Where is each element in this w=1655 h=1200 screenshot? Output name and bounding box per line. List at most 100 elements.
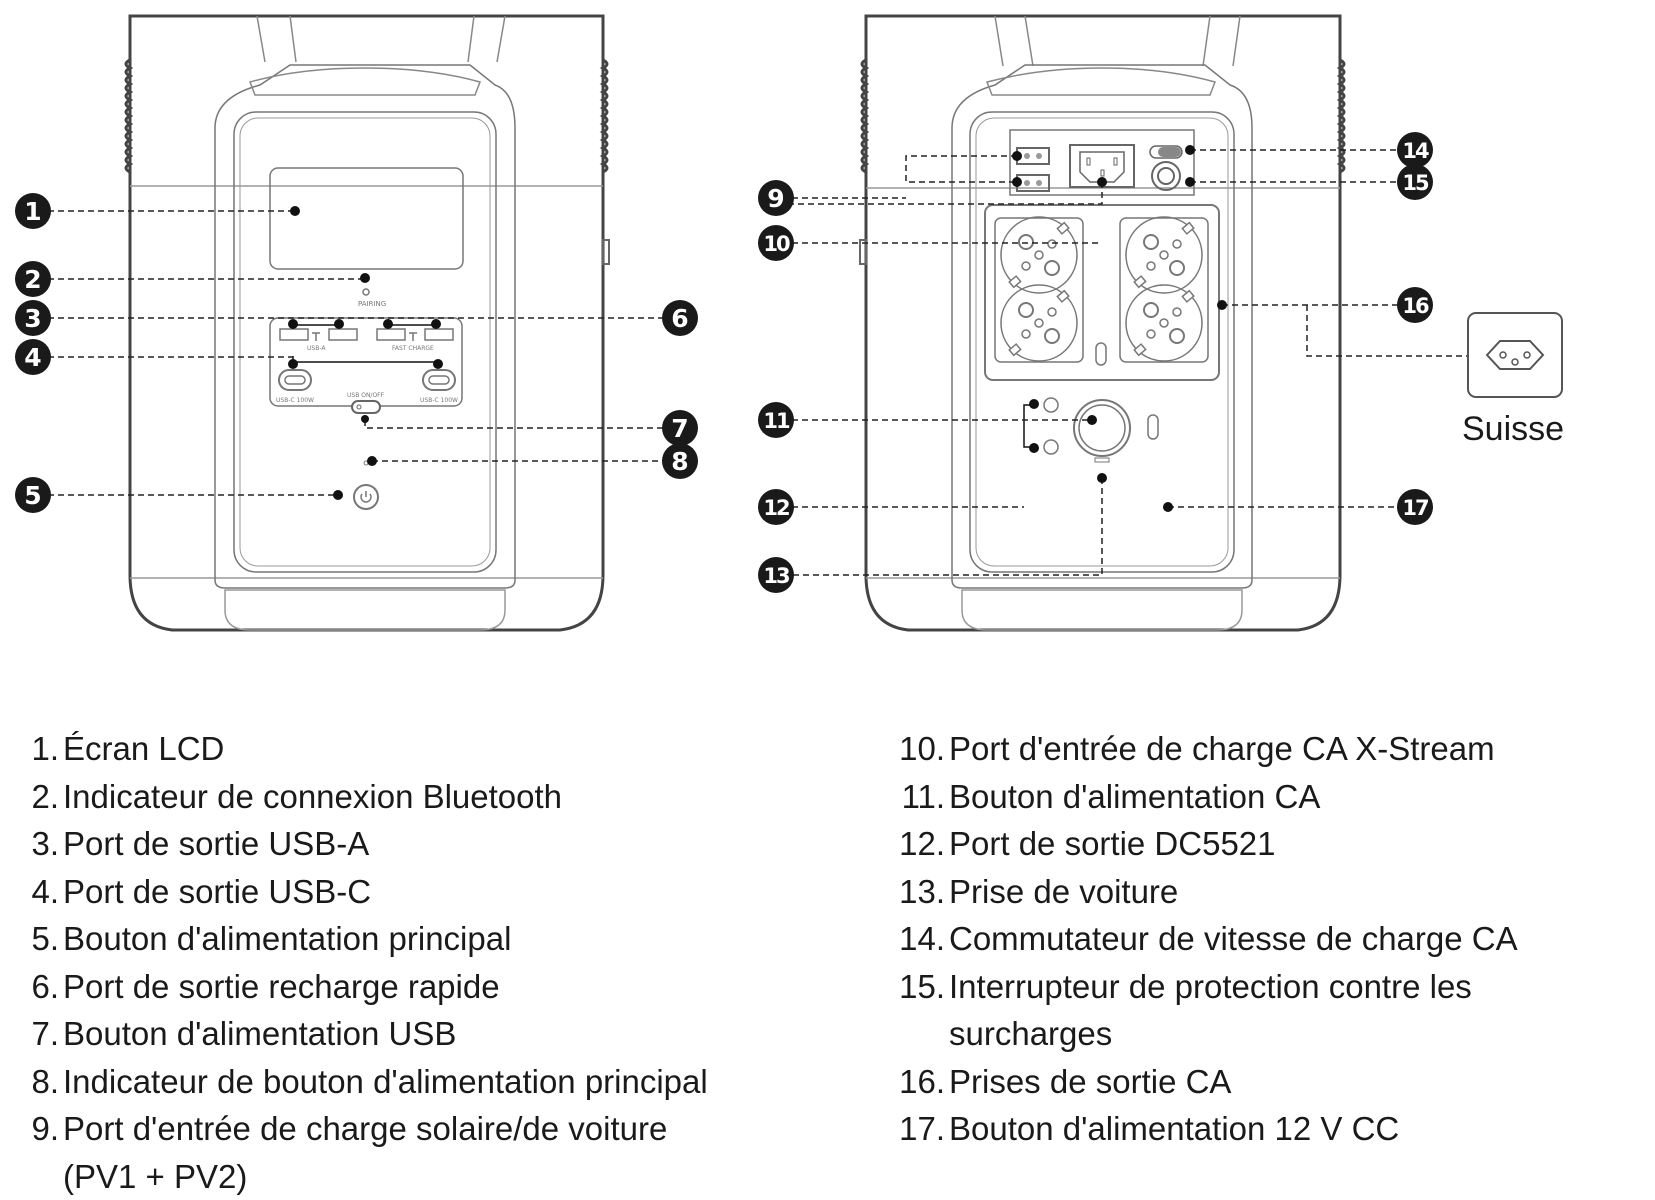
item-label: Commutateur de vitesse de charge CA xyxy=(949,915,1653,963)
callout-badge-16: 16 xyxy=(1397,287,1433,323)
item-number: 14. xyxy=(893,915,949,963)
item-label: surcharges xyxy=(949,1010,1653,1058)
item-number: 13. xyxy=(893,868,949,916)
ac-outlet-4 xyxy=(1126,285,1202,361)
item-label: Interrupteur de protection contre les xyxy=(949,963,1653,1011)
usb-power-button xyxy=(352,401,380,413)
item-label: Port de sortie USB-A xyxy=(63,820,825,868)
legend-item: 17.Bouton d'alimentation 12 V CC xyxy=(893,1105,1653,1153)
callout-badge-2: 2 xyxy=(15,261,51,297)
callout-number: 2 xyxy=(24,265,41,294)
item-number: 11. xyxy=(893,773,949,821)
item-label: (PV1 + PV2) xyxy=(63,1153,825,1200)
item-label: Indicateur de connexion Bluetooth xyxy=(63,773,825,821)
fast-charge-port-1 xyxy=(377,329,405,340)
legend-item: 2.Indicateur de connexion Bluetooth xyxy=(25,773,825,821)
usb-a-label: USB-A xyxy=(307,345,326,352)
usb-c-port-right xyxy=(423,370,455,390)
callout-badge-6: 6 xyxy=(662,300,698,336)
legend-item: 13.Prise de voiture xyxy=(893,868,1653,916)
callout-badge-17: 17 xyxy=(1397,489,1433,525)
ac-outlet-2 xyxy=(1001,285,1077,361)
callout-number: 12 xyxy=(763,496,789,520)
item-label: Port de sortie recharge rapide xyxy=(63,963,825,1011)
usb-c-port-left xyxy=(279,370,311,390)
legend-item: 12.Port de sortie DC5521 xyxy=(893,820,1653,868)
item-number: 1. xyxy=(25,725,63,773)
callout-badge-9: 9 xyxy=(758,180,794,216)
callout-badge-4: 4 xyxy=(15,339,51,375)
bluetooth-indicator xyxy=(363,289,369,295)
item-label: Bouton d'alimentation USB xyxy=(63,1010,825,1058)
ac-outlet-1 xyxy=(1001,217,1077,293)
front-view xyxy=(126,16,609,630)
legend-item: 8.Indicateur de bouton d'alimentation pr… xyxy=(25,1058,825,1106)
item-number: 16. xyxy=(893,1058,949,1106)
callout-badge-12: 12 xyxy=(758,489,794,525)
fast-charge-label: FAST CHARGE xyxy=(392,345,434,352)
item-number: 15. xyxy=(893,963,949,1011)
callout-number: 9 xyxy=(767,184,784,213)
legend-item: 1.Écran LCD xyxy=(25,725,825,773)
item-number: 10. xyxy=(893,725,949,773)
legend-item: 4.Port de sortie USB-C xyxy=(25,868,825,916)
item-label: Bouton d'alimentation principal xyxy=(63,915,825,963)
legend-item: 10.Port d'entrée de charge CA X-Stream xyxy=(893,725,1653,773)
item-number: 17. xyxy=(893,1105,949,1153)
callout-badge-3: 3 xyxy=(15,300,51,336)
back-view xyxy=(860,16,1344,630)
product-diagram: PAIRING USB-A FAST CHARGE USB-C 100W USB… xyxy=(0,0,1655,660)
legend-item: 5.Bouton d'alimentation principal xyxy=(25,915,825,963)
legend-right: 10.Port d'entrée de charge CA X-Stream 1… xyxy=(893,725,1653,1153)
plug-type-label: Suisse xyxy=(1462,410,1564,449)
callout-number: 16 xyxy=(1402,294,1429,318)
item-label: Prise de voiture xyxy=(949,868,1653,916)
item-label: Prises de sortie CA xyxy=(949,1058,1653,1106)
item-number: 8. xyxy=(25,1058,63,1106)
overload-protector xyxy=(1152,162,1180,190)
callout-badge-1: 1 xyxy=(15,193,51,229)
item-number: 6. xyxy=(25,963,63,1011)
item-number: 4. xyxy=(25,868,63,916)
item-label: Port de sortie DC5521 xyxy=(949,820,1653,868)
callout-number: 11 xyxy=(763,409,790,433)
fast-charge-port-2 xyxy=(425,329,453,340)
callout-number: 14 xyxy=(1402,139,1429,163)
swiss-plug-icon xyxy=(1468,313,1562,397)
item-number: 3. xyxy=(25,820,63,868)
item-number: 2. xyxy=(25,773,63,821)
callout-number: 6 xyxy=(671,304,688,333)
legend-item: 16.Prises de sortie CA xyxy=(893,1058,1653,1106)
callout-badge-11: 11 xyxy=(758,402,794,438)
item-label: Indicateur de bouton d'alimentation prin… xyxy=(63,1058,825,1106)
dc5521-port-1 xyxy=(1044,398,1058,412)
callout-number: 13 xyxy=(763,564,789,588)
item-number: 7. xyxy=(25,1010,63,1058)
callout-badge-13: 13 xyxy=(758,557,794,593)
dc5521-port-2 xyxy=(1044,440,1058,454)
pairing-label: PAIRING xyxy=(358,300,386,308)
usb-on-off-label: USB ON/OFF xyxy=(347,392,385,399)
legend-left: 1.Écran LCD 2.Indicateur de connexion Bl… xyxy=(25,725,825,1200)
ac-power-button xyxy=(1096,343,1106,365)
item-label: Bouton d'alimentation 12 V CC xyxy=(949,1105,1653,1153)
ac-outlet-3 xyxy=(1126,217,1202,293)
item-label: Écran LCD xyxy=(63,725,825,773)
item-number: 9. xyxy=(25,1105,63,1153)
callout-badge-7: 7 xyxy=(662,410,698,446)
legend-item-continuation: surcharges xyxy=(893,1010,1653,1058)
legend-item-continuation: (PV1 + PV2) xyxy=(25,1153,825,1200)
callout-number: 7 xyxy=(671,414,688,443)
callout-number: 15 xyxy=(1402,171,1429,195)
callout-badge-15: 15 xyxy=(1397,164,1433,200)
lcd-screen xyxy=(270,168,463,269)
car-outlet xyxy=(1074,400,1130,456)
legend-item: 15.Interrupteur de protection contre les xyxy=(893,963,1653,1011)
callout-number: 8 xyxy=(671,447,688,476)
callout-badge-8: 8 xyxy=(662,443,698,479)
legend-item: 3.Port de sortie USB-A xyxy=(25,820,825,868)
callout-badge-14: 14 xyxy=(1397,132,1433,168)
legend-item: 14.Commutateur de vitesse de charge CA xyxy=(893,915,1653,963)
callout-number: 4 xyxy=(24,343,41,372)
callout-number: 3 xyxy=(24,304,41,333)
